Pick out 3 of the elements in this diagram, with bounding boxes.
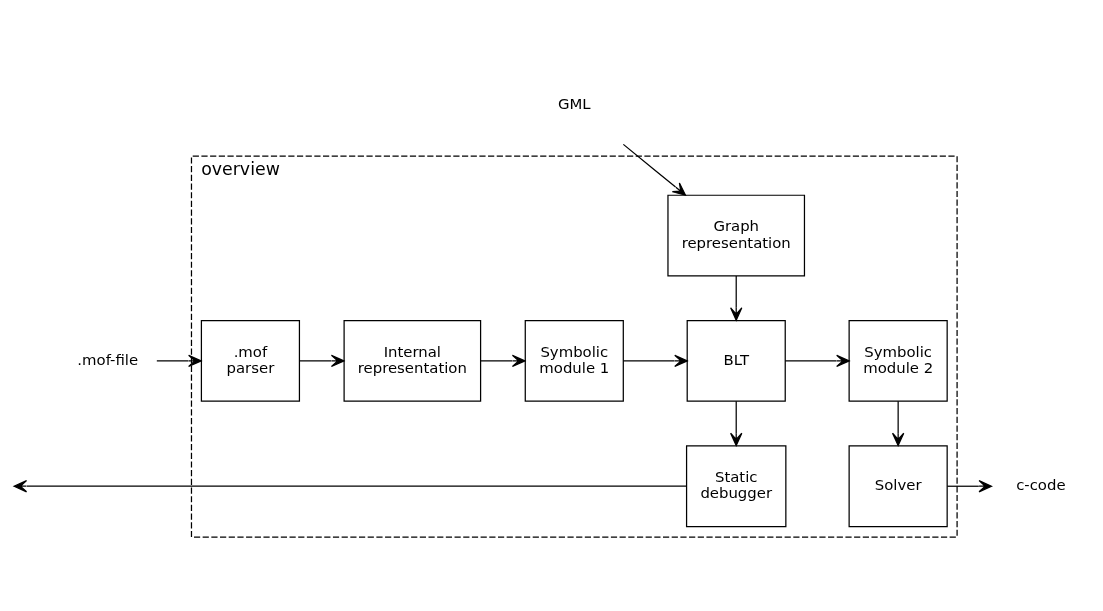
node-text: c-code bbox=[1016, 475, 1066, 494]
node-text: GML bbox=[557, 94, 591, 113]
node-text: .mof-file bbox=[77, 350, 139, 369]
